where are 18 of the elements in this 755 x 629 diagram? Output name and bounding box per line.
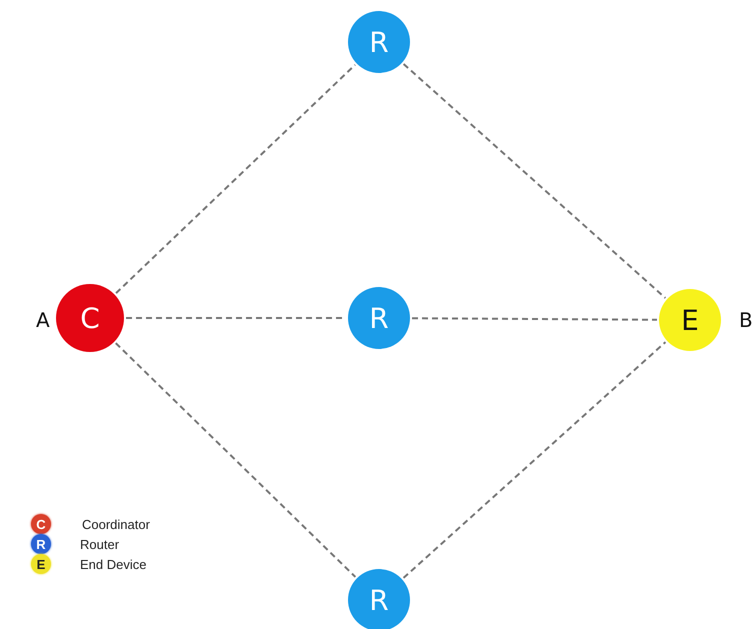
network-node-circle: C — [56, 284, 124, 352]
legend-label: Coordinator — [82, 518, 150, 531]
network-node-circle: R — [348, 287, 410, 349]
connector-line — [402, 341, 666, 579]
legend-label: Router — [80, 538, 120, 551]
legend-marker: R — [31, 534, 51, 554]
network-node-circle: R — [348, 11, 410, 73]
node-side-label: B — [739, 310, 753, 330]
network-node-circle: R — [348, 569, 410, 629]
node-side-label: A — [36, 310, 50, 330]
network-node-circle: E — [659, 289, 721, 351]
legend-marker: C — [31, 514, 51, 534]
connector-line — [412, 317, 657, 321]
connector-line — [115, 64, 356, 294]
legend-marker: E — [31, 554, 51, 574]
connector-line — [402, 63, 666, 299]
connector-line — [115, 342, 356, 578]
legend-label: End Device — [80, 558, 146, 571]
